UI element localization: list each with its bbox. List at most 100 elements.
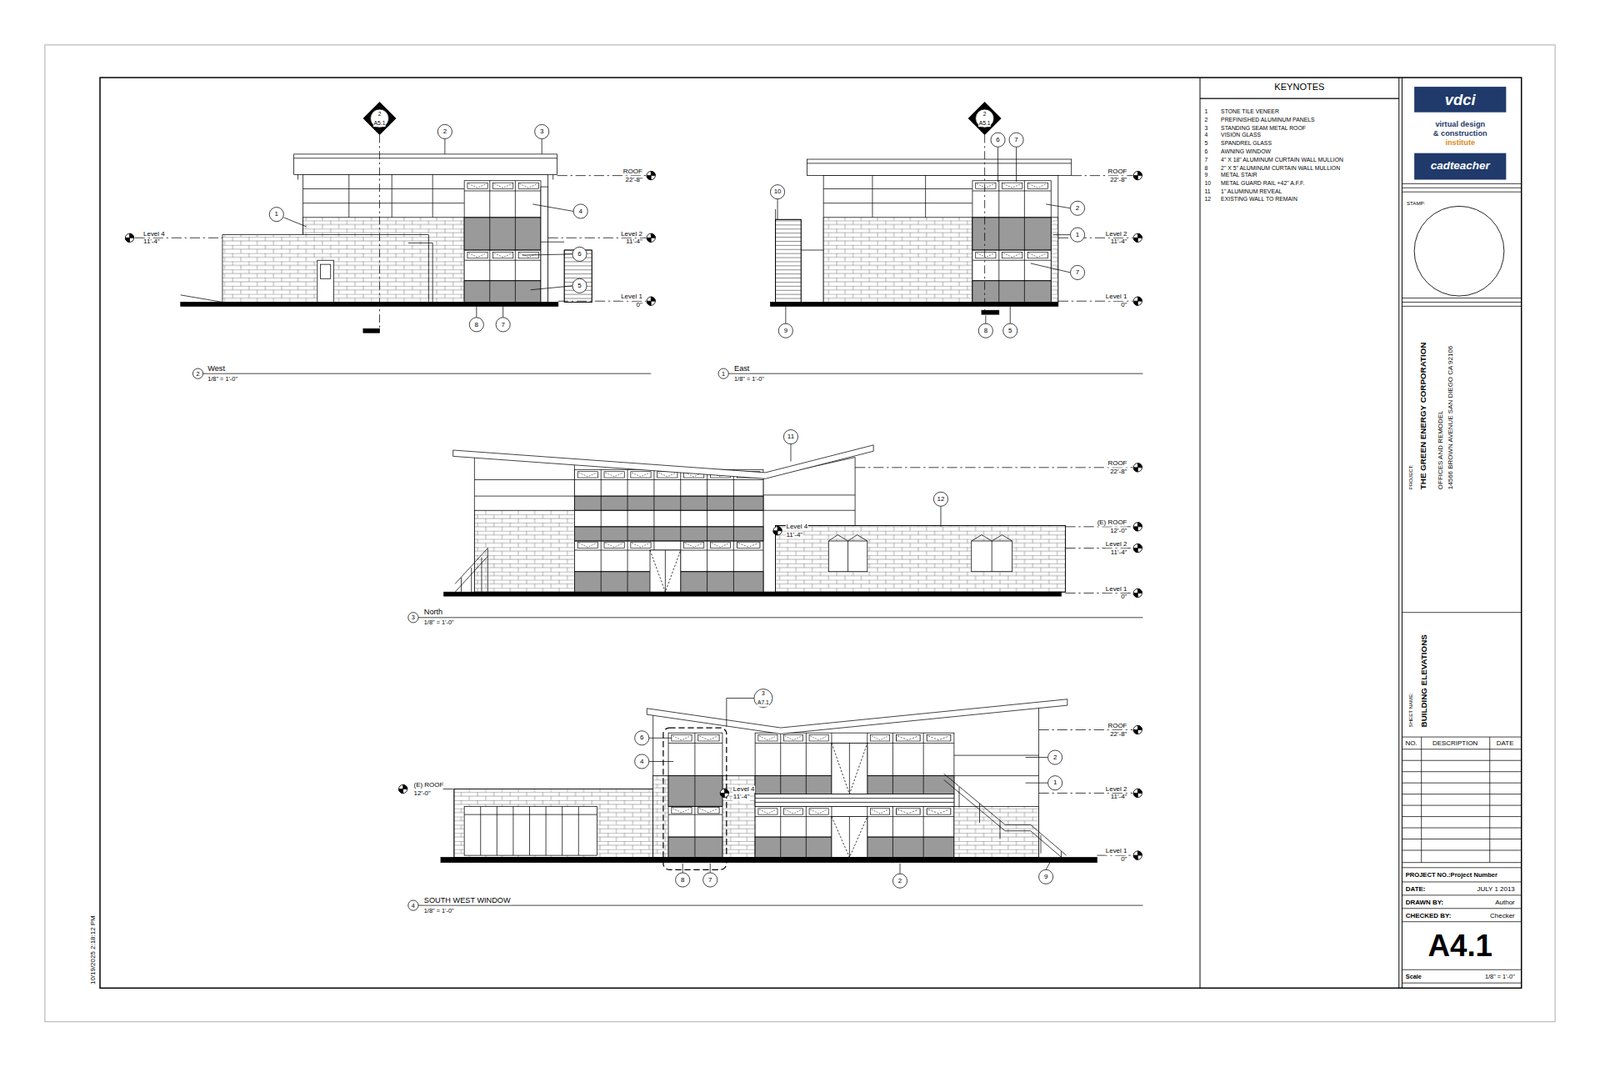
- node-text: cadteacher: [1430, 160, 1490, 173]
- level-marker-text: ROOF: [1107, 460, 1128, 467]
- north-elevation: [408, 444, 1144, 618]
- node-text: KEYNOTES: [1274, 83, 1325, 94]
- level-marker-text: (E) ROOF: [1096, 519, 1128, 526]
- logo-box: vdci: [1414, 86, 1506, 113]
- level-marker-text: 0": [1120, 301, 1128, 309]
- title-block-text: DATE:: [1405, 885, 1426, 893]
- keynote-number: 3: [1204, 125, 1209, 131]
- section-marker-text: 2: [377, 111, 382, 118]
- title-block-text: PROJECT:: [1408, 464, 1414, 490]
- level-marker-text: 0": [635, 301, 643, 309]
- level-marker-text: Level 4: [785, 523, 809, 530]
- callout-number: 7: [500, 320, 506, 328]
- keynote-text: 1" ALUMINUM REVEAL: [1220, 189, 1282, 195]
- keynote-text: METAL STAIR: [1220, 173, 1258, 180]
- level-marker-text: 0": [1120, 593, 1128, 600]
- view-caption: West: [207, 364, 226, 372]
- callout-number: 9: [783, 327, 789, 335]
- level-marker-text: 11'-4": [732, 793, 750, 800]
- level-marker-text: 0": [1120, 855, 1128, 863]
- view-number: 3: [410, 614, 415, 620]
- view-number: 4: [410, 901, 415, 908]
- keynote-text: METAL GUARD RAIL +42" A.F.F.: [1220, 180, 1305, 187]
- level-marker-text: 11'-4": [625, 238, 644, 245]
- callout-number: 2: [442, 128, 448, 135]
- level-marker-text: Level 1: [1105, 293, 1128, 300]
- keynote-text: PREFINISHED ALUMINUM PANELS: [1220, 117, 1315, 124]
- keynote-number: 8: [1204, 165, 1209, 171]
- callout-number: 4: [578, 207, 584, 215]
- title-block-text: Checker: [1489, 911, 1515, 919]
- callout-number: 1: [1075, 231, 1080, 239]
- level-marker-text: Level 2: [620, 230, 644, 237]
- title-block-text: Scale: [1405, 973, 1422, 980]
- view-scale: 1/8" = 1'-0": [423, 907, 455, 914]
- section-marker-text: A5.1: [978, 120, 991, 127]
- view-scale: 1/8" = 1'-0": [733, 375, 765, 382]
- level-marker-text: 11'-4": [142, 238, 160, 245]
- keynote-number: 1: [1204, 109, 1209, 115]
- table-header: DESCRIPTION: [1431, 739, 1479, 746]
- level-marker-text: Level 1: [1105, 847, 1128, 855]
- callout-number: 10: [773, 188, 782, 195]
- keynote-number: 11: [1204, 189, 1211, 195]
- keynote-number: 6: [1204, 149, 1209, 155]
- section-marker-text: 2: [982, 111, 987, 118]
- title-block-text: PROJECT NO.:Project Number: [1405, 871, 1499, 879]
- logo-box: cadteacher: [1414, 153, 1506, 180]
- sheet-name: BUILDING ELEVATIONS: [1420, 634, 1429, 728]
- title-block-text: 1/8" = 1'-0": [1484, 973, 1515, 980]
- callout-number: 8: [983, 327, 989, 335]
- logo-text: institute: [1445, 139, 1476, 147]
- east-elevation: [719, 101, 1143, 374]
- level-marker-text: Level 1: [620, 293, 644, 300]
- level-marker-text: 11'-4": [1110, 238, 1128, 245]
- callout-number: 7: [1075, 269, 1080, 276]
- view-scale: 1/8" = 1'-0": [423, 619, 455, 625]
- level-marker-text: Level 2: [1105, 230, 1128, 237]
- callout-number: 5: [577, 282, 583, 290]
- keynotes-header: KEYNOTES: [1200, 77, 1400, 100]
- callout-number: 5: [1007, 327, 1013, 335]
- keynote-text: STANDING SEAM METAL ROOF: [1220, 125, 1306, 131]
- callout-number: 3: [539, 128, 545, 135]
- view-number: 1: [721, 370, 726, 376]
- callout-number: 8: [474, 320, 480, 328]
- level-marker-text: Level 2: [1105, 785, 1128, 793]
- project-name: THE GREEN ENERGY CORPORATION: [1419, 341, 1428, 490]
- level-marker-text: 11'-4": [1110, 548, 1128, 555]
- level-marker-text: ROOF: [1107, 168, 1128, 175]
- callout-number: 9: [1043, 873, 1049, 880]
- callout-number: 4: [639, 757, 645, 765]
- keynote-text: STONE TILE VENEER: [1220, 109, 1280, 115]
- title-block-text: Author: [1495, 898, 1516, 905]
- table-header: DATE: [1495, 739, 1515, 746]
- title-block-text: STAMP:: [1405, 200, 1426, 206]
- section-marker-text: A5.1: [373, 120, 386, 127]
- title-block-text: OFFICES AND REMODEL: [1437, 410, 1445, 490]
- keynote-number: 10: [1204, 180, 1212, 187]
- callout-number: 8: [680, 876, 685, 884]
- sheet-frame: [45, 45, 1555, 1022]
- keynote-number: 9: [1204, 173, 1209, 180]
- level-marker-text: 22'-8": [1110, 176, 1129, 184]
- callout-number: 2: [897, 877, 903, 885]
- south-west-elevation: [399, 698, 1144, 906]
- section-marker-text: 3: [760, 690, 765, 697]
- level-marker-text: (E) ROOF: [413, 781, 445, 789]
- node-text: vdci: [1445, 91, 1476, 108]
- level-marker-text: 12'-0": [1110, 527, 1129, 535]
- callout-number: 2: [1075, 205, 1080, 212]
- logo-text: & construction: [1432, 130, 1488, 138]
- callout-number: 1: [274, 210, 280, 218]
- keynote-number: 7: [1204, 157, 1209, 164]
- level-marker-text: ROOF: [622, 168, 643, 175]
- view-scale: 1/8" = 1'-0": [207, 375, 239, 382]
- level-marker-text: 11'-4": [1110, 793, 1128, 800]
- title-block-text: SHEET NAME:: [1408, 691, 1414, 728]
- keynote-number: 2: [1204, 117, 1209, 124]
- level-marker-text: ROOF: [1107, 722, 1128, 730]
- view-caption: SOUTH WEST WINDOW: [423, 895, 511, 904]
- keynote-number: 5: [1204, 140, 1209, 147]
- callout-number: 12: [936, 495, 945, 503]
